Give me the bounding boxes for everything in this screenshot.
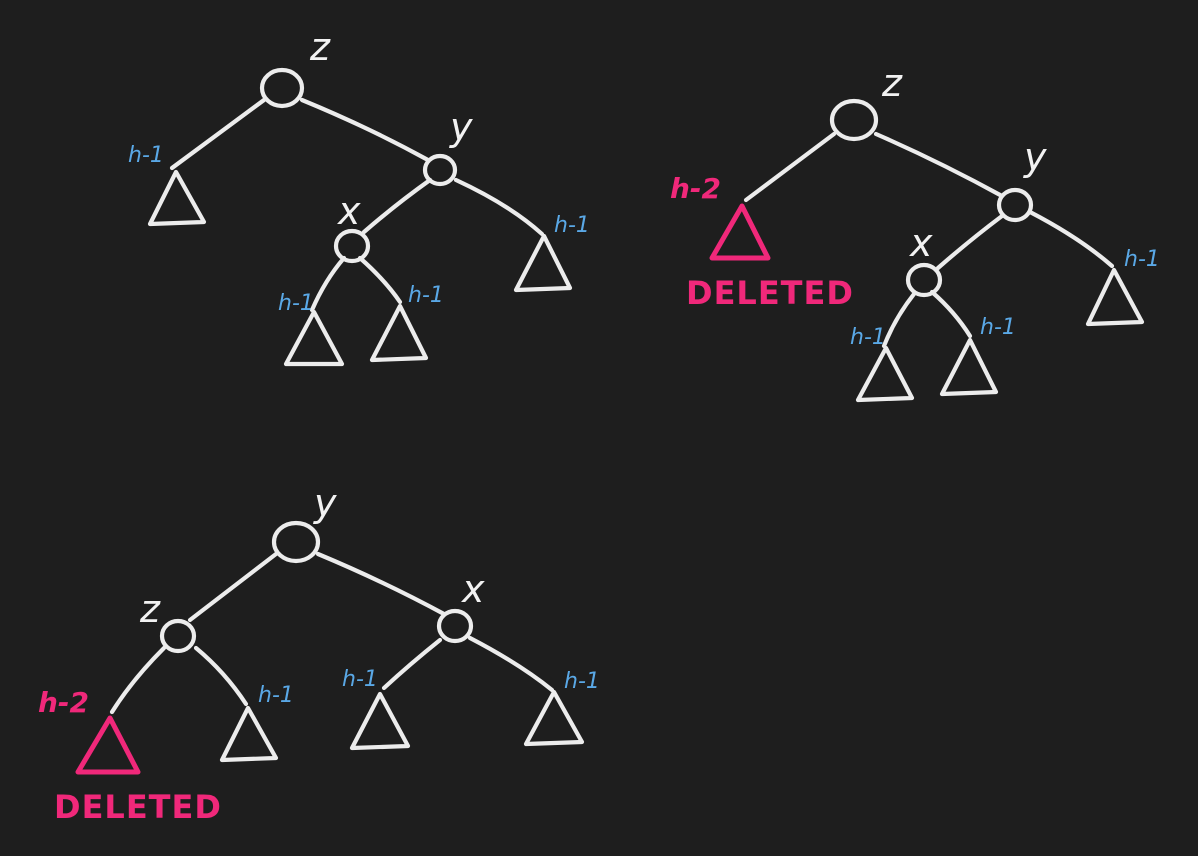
node-y [422, 153, 458, 187]
edge-z-t2 [193, 645, 249, 707]
node-label-x: x [909, 221, 933, 265]
edge-y-t4 [453, 177, 545, 237]
subtree-triangle [855, 345, 915, 403]
edge-x-t4 [467, 635, 555, 693]
subtree-height-label: h-1 [850, 325, 886, 350]
node-z [159, 618, 197, 654]
deleted-subtree-triangle [75, 715, 141, 775]
node-x [436, 608, 474, 644]
deleted-height-label: h-2 [670, 172, 721, 205]
edge-x-t2 [881, 291, 917, 349]
subtree-height-label: h-1 [1124, 247, 1160, 272]
node-y [996, 187, 1034, 223]
edge-z-t1 [743, 131, 837, 203]
subtree-height-label: h-1 [408, 283, 444, 308]
node-label-x: x [461, 567, 485, 611]
subtree-triangle [283, 309, 345, 367]
edge-x-t3 [357, 255, 403, 305]
subtree-height-label: h-1 [980, 315, 1016, 340]
edge-y-x [935, 213, 1005, 271]
node-label-x: x [337, 189, 361, 233]
subtree-height-label: h-1 [554, 213, 590, 238]
node-z [259, 67, 305, 109]
subtree-triangle [1085, 267, 1145, 327]
subtree-triangle [349, 691, 411, 751]
edge-x-t2 [309, 255, 347, 313]
node-label-y: y [1023, 135, 1047, 179]
subtree-height-label: h-1 [278, 291, 314, 316]
subtree-triangle [513, 233, 573, 293]
deleted-label: DELETED [686, 274, 854, 312]
edge-y-x [315, 551, 447, 617]
node-label-z: z [139, 587, 161, 631]
deleted-subtree-triangle [709, 203, 771, 261]
tree-2: z y x h-2 DELETED h-1 h-1 h-1 [670, 61, 1160, 403]
subtree-triangle [939, 337, 999, 397]
subtree-triangle [523, 689, 585, 747]
edge-y-z [187, 551, 279, 623]
subtree-height-label: h-1 [258, 683, 294, 708]
subtree-triangle [147, 169, 207, 227]
node-y [271, 520, 321, 564]
edge-y-t4 [1027, 209, 1115, 269]
deleted-height-label: h-2 [38, 686, 89, 719]
node-label-y: y [449, 105, 473, 149]
node-label-z: z [881, 61, 903, 105]
edge-z-y [299, 97, 431, 163]
node-z [829, 98, 879, 142]
subtree-triangle [219, 705, 279, 763]
edge-x-t3 [929, 289, 973, 339]
edge-z-y [873, 131, 1005, 199]
node-x [333, 228, 371, 264]
edge-z-t1 [109, 645, 167, 715]
node-label-z: z [309, 25, 331, 69]
subtree-height-label: h-1 [342, 667, 378, 692]
deleted-label: DELETED [54, 788, 222, 826]
tree-1: z y x h-1 h-1 h-1 h-1 [128, 25, 590, 367]
tree-3: y z x h-2 DELETED h-1 h-1 h-1 [38, 481, 600, 826]
node-label-y: y [313, 481, 337, 525]
edge-z-t1 [169, 97, 267, 171]
subtree-height-label: h-1 [564, 669, 600, 694]
edge-x-t3 [381, 637, 443, 691]
edge-y-x [361, 177, 433, 235]
node-x [905, 262, 943, 298]
subtree-height-label: h-1 [128, 143, 164, 168]
subtree-triangle [369, 303, 429, 363]
